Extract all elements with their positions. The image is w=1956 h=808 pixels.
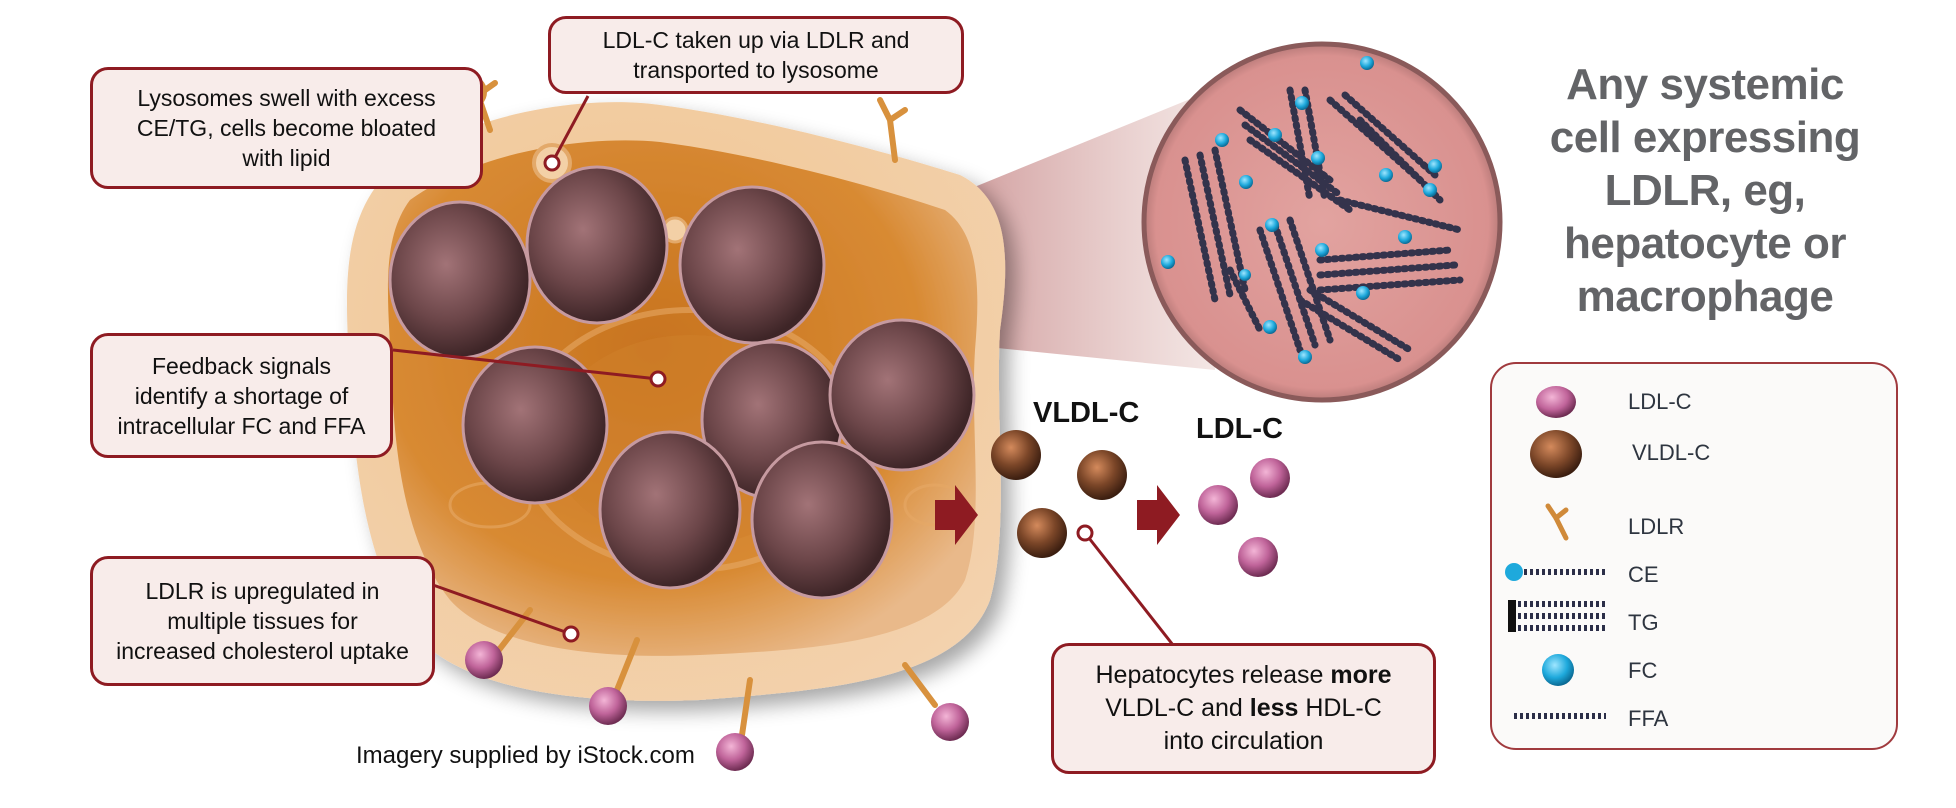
text-fragment: Hepatocytes release xyxy=(1095,661,1331,689)
callout-text-line: LDLR is upregulated in xyxy=(145,578,380,604)
callout-ldlr-upregulated: LDLR is upregulated in multiple tissues … xyxy=(90,556,435,686)
arrow-right-icon xyxy=(1137,485,1180,545)
text-fragment: HDL-C xyxy=(1298,694,1382,722)
legend-item-ldlr: LDLR xyxy=(1492,503,1896,546)
callout-lysosomes-swell: Lysosomes swell with excess CE/TG, cells… xyxy=(90,67,483,189)
callout-text-line: identify a shortage of xyxy=(134,382,349,409)
legend-label: TG xyxy=(1628,610,1659,635)
heading-line: cell expressing xyxy=(1549,113,1861,162)
vldl-particle xyxy=(991,430,1041,480)
callout-text-line: increased cholesterol uptake xyxy=(116,638,409,664)
lysosome xyxy=(461,345,609,505)
leader-endpoints xyxy=(543,154,1094,643)
callout-text-line: LDL-C taken up via LDLR and xyxy=(602,27,910,53)
callout-text-line: VLDL-C and less HDL-C xyxy=(1105,692,1382,725)
lysosomes xyxy=(388,165,976,600)
ldl-particles xyxy=(1198,458,1290,577)
lysosome xyxy=(828,318,976,472)
legend-label: LDL-C xyxy=(1628,389,1692,414)
ldl-particle xyxy=(589,687,627,725)
vldl-c-label: VLDL-C xyxy=(1033,397,1140,429)
ldl-particle xyxy=(1250,458,1290,498)
legend-label: LDLR xyxy=(1628,514,1685,539)
legend-item-ce: CE xyxy=(1492,554,1896,594)
magnified-lysosome xyxy=(1141,41,1503,403)
callout-text-line: Lysosomes swell with excess xyxy=(137,85,436,111)
callout-text-line: multiple tissues for xyxy=(167,608,358,634)
cell-type-heading: Any systemic cell expressing LDLR, eg, h… xyxy=(1530,58,1880,323)
heading-line: LDLR, eg, xyxy=(1604,166,1806,215)
emphasis-less: less xyxy=(1249,694,1299,722)
lipid-chains xyxy=(1181,86,1464,364)
legend: LDL-C VLDL-C LDLR CE xyxy=(1490,362,1898,750)
legend-label: FC xyxy=(1628,658,1658,683)
callout-text-line: CE/TG, cells become bloated xyxy=(136,115,437,141)
lysosome xyxy=(388,200,532,360)
legend-label: CE xyxy=(1628,562,1659,587)
legend-item-vldl-c: VLDL-C xyxy=(1492,430,1896,478)
legend-label: FFA xyxy=(1628,706,1669,731)
callout-feedback-signals: Feedback signals identify a shortage of … xyxy=(90,333,393,458)
free-cholesterol-dots xyxy=(1161,56,1442,364)
heading-line: hepatocyte or xyxy=(1563,219,1847,268)
legend-item-tg: TG xyxy=(1492,600,1896,642)
arrow-right-icon xyxy=(935,485,978,545)
ldl-c-label: LDL-C xyxy=(1196,413,1283,445)
callout-text-line: Hepatocytes release more xyxy=(1096,659,1392,692)
ldl-particle xyxy=(1238,537,1278,577)
ldl-receptor-icon xyxy=(1545,503,1569,541)
cholesteryl-ester-icon xyxy=(1505,563,1608,581)
lysosome xyxy=(750,440,894,600)
heading-line: Any systemic xyxy=(1566,60,1844,109)
legend-item-ffa: FFA xyxy=(1492,698,1896,738)
callout-text-line: with lipid xyxy=(242,145,331,171)
legend-item-ldl-c: LDL-C xyxy=(1492,381,1896,421)
callout-ldlc-uptake: LDL-C taken up via LDLR and transported … xyxy=(548,16,964,94)
ldl-particle-icon xyxy=(1536,386,1576,418)
bound-ldl-particles xyxy=(465,641,969,771)
lysosome xyxy=(525,165,669,325)
ldl-particle xyxy=(1198,485,1238,525)
legend-label: VLDL-C xyxy=(1632,440,1711,465)
callout-text-line: transported to lysosome xyxy=(633,57,879,83)
vldl-particle xyxy=(1077,450,1127,500)
text-fragment: VLDL-C and xyxy=(1105,694,1250,722)
ldl-particle xyxy=(465,641,503,679)
callout-text-line: intracellular FC and FFA xyxy=(117,412,366,439)
legend-item-fc: FC xyxy=(1492,650,1896,690)
free-fatty-acid-icon xyxy=(1514,713,1606,719)
lysosome xyxy=(598,430,742,590)
callout-text-line: into circulation xyxy=(1163,727,1324,755)
ldl-particle xyxy=(716,733,754,771)
lysosome xyxy=(678,185,826,345)
free-cholesterol-icon xyxy=(1542,654,1574,686)
vldl-particles xyxy=(991,430,1127,558)
vldl-particle-icon xyxy=(1530,430,1582,478)
callout-text-line: Feedback signals xyxy=(152,352,331,379)
vldl-particle xyxy=(1017,508,1067,558)
callout-hepatocytes-release: Hepatocytes release more VLDL-C and less… xyxy=(1051,643,1436,774)
ldl-particle xyxy=(931,703,969,741)
triglyceride-icon xyxy=(1508,600,1608,632)
leader-lines xyxy=(392,95,1175,646)
image-credit: Imagery supplied by iStock.com xyxy=(356,742,695,769)
emphasis-more: more xyxy=(1330,661,1392,689)
heading-line: macrophage xyxy=(1576,272,1834,321)
